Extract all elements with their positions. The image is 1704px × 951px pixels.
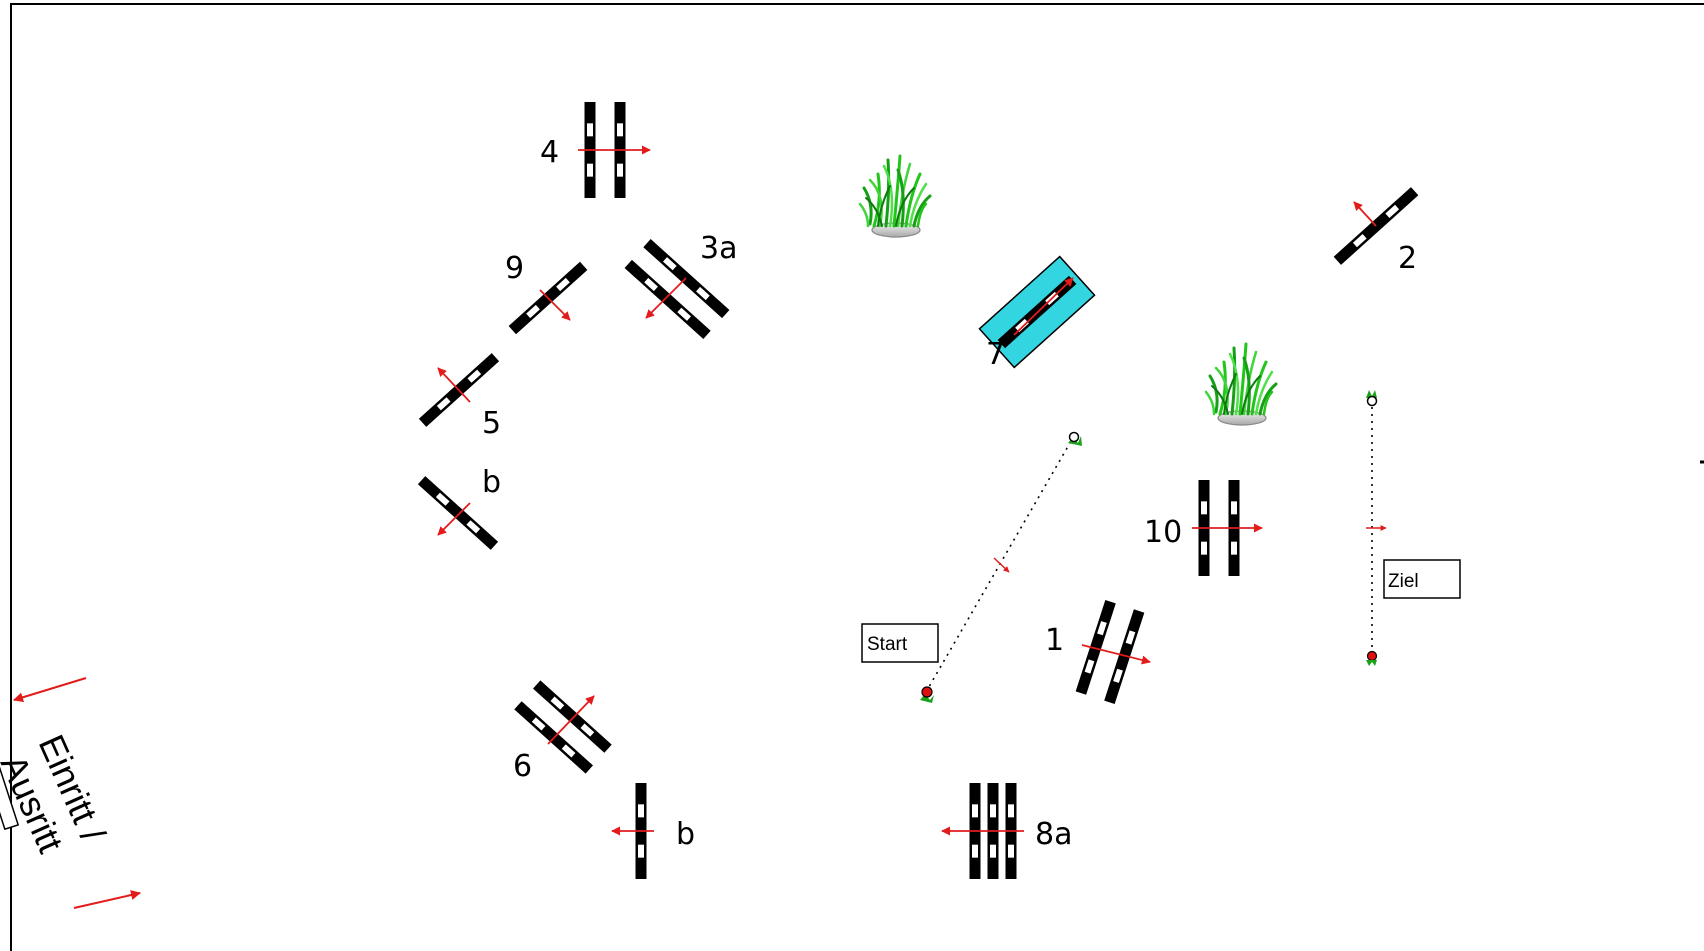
jump-9-direction-arrow: [539, 289, 571, 321]
jump-1: [1075, 600, 1145, 704]
entrance-gate: Einritt / Ausritt: [0, 629, 141, 909]
finish-label-box: [1383, 559, 1461, 599]
start-label-box: [861, 623, 939, 663]
jumps-layer: [417, 102, 1419, 879]
start-direction-arrow: [993, 557, 1010, 573]
jump-5b-pole: [417, 476, 499, 550]
jump-3a-pole: [624, 259, 711, 339]
start-line: Start: [861, 431, 1082, 703]
jump-5-number-label: 5: [482, 406, 501, 441]
finish-flag-red: [1366, 650, 1378, 666]
jump-5b-direction-arrow: [437, 502, 471, 536]
entrance-bar: [0, 629, 20, 831]
jump-10-number-label: 10: [1144, 515, 1182, 550]
jump-6b-number-label: b: [676, 817, 695, 852]
jump-7-number-label: 7: [986, 337, 1005, 372]
jump-9-number-label: 9: [505, 251, 524, 286]
jump-3a-number-label: 3a: [700, 231, 737, 266]
jump-6-direction-arrow: [547, 695, 595, 745]
entrance-arrow-in: [13, 677, 87, 703]
finish-line: Ziel: [1366, 390, 1461, 666]
jump-8a-number-label: 8a: [1035, 817, 1072, 852]
arena-border: [10, 3, 1704, 951]
start-flag-white: [1068, 431, 1082, 446]
finish-label: Ziel: [1388, 571, 1419, 592]
jump-2-number-label: 2: [1398, 241, 1417, 276]
jump-2-direction-arrow: [1353, 201, 1377, 227]
jump-5b: [417, 476, 499, 550]
jump-1-pole: [1075, 600, 1116, 695]
jump-7-direction-arrow: [1013, 277, 1074, 336]
jump-4-number-label: 4: [540, 135, 559, 170]
jump-1-direction-arrow: [1081, 644, 1151, 665]
start-label: Start: [867, 634, 908, 655]
finish-flag-white: [1366, 390, 1378, 407]
jump-3a-direction-arrow: [645, 277, 687, 319]
jump-1-pole: [1104, 609, 1145, 704]
jump-6-number-label: 6: [513, 749, 532, 784]
jump-5b-number-label: b: [482, 465, 501, 500]
jump-5-direction-arrow: [437, 367, 471, 403]
jump-1-number-label: 1: [1045, 623, 1064, 658]
grass-plant-icon: [858, 154, 932, 239]
start-flag-red: [920, 686, 934, 703]
entrance-arrow-out: [73, 890, 141, 909]
grass-plant-icon: [1204, 342, 1278, 427]
labels-layer: 1 2 3a 4 5 b 6 b 7 8a 9 10: [482, 135, 1417, 852]
jump-6-pole: [533, 680, 612, 753]
